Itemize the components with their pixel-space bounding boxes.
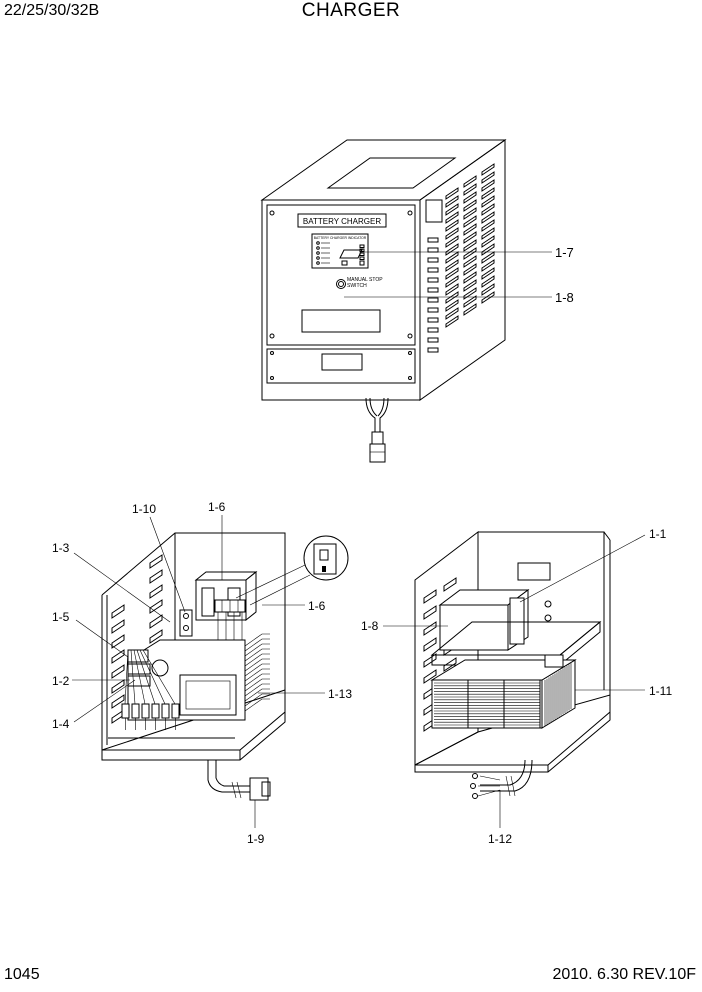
input-plug — [249, 777, 269, 801]
side-vent-slots — [427, 163, 495, 353]
charger-cabinet-closed: BATTERY CHARGER BATTERY CHARGER INDICATO… — [260, 139, 552, 463]
indicator-leds — [316, 241, 365, 265]
callout-1-3: 1-3 — [52, 541, 70, 555]
front-face — [261, 199, 421, 401]
callout-1-2: 1-2 — [52, 674, 70, 688]
page-title: CHARGER — [301, 0, 401, 21]
callout-1-1: 1-1 — [649, 527, 667, 541]
output-cable — [365, 397, 389, 432]
contactor — [151, 659, 169, 677]
input-cable — [207, 760, 250, 793]
callout-1-6-upper: 1-6 — [208, 500, 226, 514]
fuse-holder — [179, 609, 193, 637]
lower-panel — [266, 348, 416, 384]
nameplate — [297, 213, 387, 228]
callout-1-12: 1-12 — [488, 832, 512, 846]
heatsink-block — [431, 679, 543, 729]
switch-label-1: MANUAL STOP — [347, 277, 383, 283]
callout-1-5: 1-5 — [52, 610, 70, 624]
relay-block — [127, 663, 151, 675]
indicator-title: BATTERY CHARGER INDICATOR — [314, 236, 367, 240]
top-vent-panel — [326, 157, 457, 189]
model-number: 22/25/30/32B — [4, 2, 100, 19]
callout-1-6-lower: 1-6 — [308, 599, 326, 613]
callout-1-8-lower: 1-8 — [361, 619, 379, 633]
page-number: 1045 — [4, 966, 40, 983]
callout-1-10: 1-10 — [132, 502, 156, 516]
output-connector — [369, 443, 386, 463]
front-window — [301, 309, 381, 333]
charger-open-right — [383, 530, 646, 828]
callout-1-8-top: 1-8 — [555, 290, 574, 305]
output-cable-right — [480, 759, 533, 792]
detail-zoom — [303, 535, 349, 581]
heatsink-fins-left — [244, 633, 270, 712]
charger-open-left — [72, 515, 349, 828]
revision-date: 2010. 6.30 REV.10F — [552, 966, 696, 983]
callout-1-4: 1-4 — [52, 717, 70, 731]
terminal-strip — [121, 649, 180, 730]
manual-stop-switch — [336, 279, 346, 289]
indicator-panel — [311, 233, 369, 269]
callout-1-13: 1-13 — [328, 687, 352, 701]
nameplate-text: BATTERY CHARGER — [303, 217, 381, 226]
switch-label-2: SWITCH — [347, 283, 367, 289]
callout-1-9: 1-9 — [247, 832, 265, 846]
transformer-right — [439, 604, 509, 651]
pcb-module — [179, 674, 237, 716]
heatsink-fins-right — [434, 663, 572, 728]
callout-1-7: 1-7 — [555, 245, 574, 260]
callout-1-11: 1-11 — [649, 684, 672, 698]
